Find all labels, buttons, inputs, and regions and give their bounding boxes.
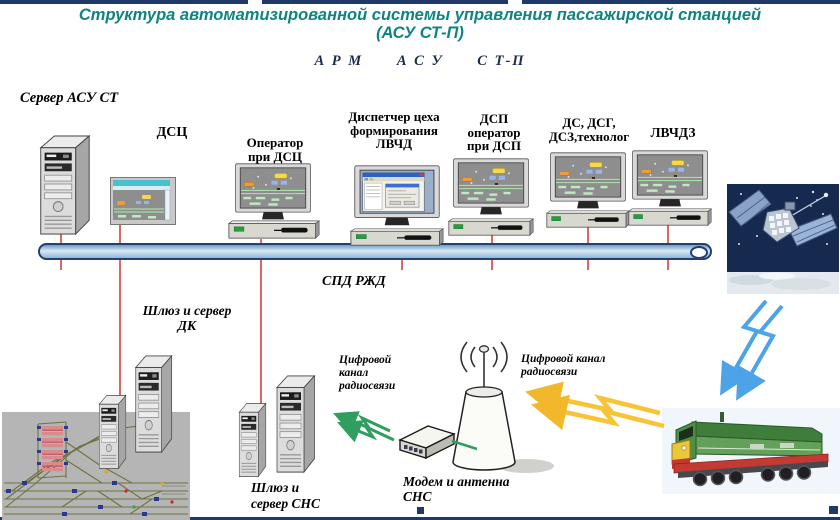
label-radio-channel-right: Цифровой канал радиосвязи [521, 353, 606, 378]
modem-server-link-green [333, 411, 391, 434]
antenna-cone-icon [452, 341, 554, 473]
top-border-gap [248, 0, 262, 4]
bus-drop-line-to-dk-gateway [119, 225, 121, 405]
bus-end-cap [690, 246, 708, 259]
top-border [0, 0, 840, 4]
train-antenna-link-yellow [525, 381, 661, 417]
dsc-display-icon [110, 177, 176, 225]
bus-drop-line-to-sns-gateway [260, 239, 262, 411]
top-border-gap [508, 0, 522, 4]
slide-title-line1: Структура автоматизированной системы упр… [78, 6, 762, 24]
label-server-asu: Сервер АСУ СТ [20, 90, 119, 106]
satellite-train-link-blue [720, 299, 768, 396]
slide-title-line2: (АСУ СТ-П) [376, 24, 464, 42]
label-operator-dsc: Оператор при ДСЦ [246, 135, 304, 164]
modem-server-link-green [337, 420, 395, 443]
label-gateway-sns: Шлюз и сервер СНС [251, 480, 321, 511]
label-modem-antenna: Модем и антенна СНС [403, 474, 510, 504]
bottom-border-dot [417, 507, 424, 514]
satellite-train-link-blue [736, 304, 784, 401]
label-lvchdz: ЛВЧДЗ [650, 125, 696, 140]
label-dsp: ДСП оператор при ДСП [467, 111, 521, 153]
satellite-image [727, 184, 839, 294]
label-bus-spd-rzd: СПД РЖД [322, 274, 386, 289]
bottom-border [0, 517, 840, 520]
label-lvchd: Диспетчер цеха формирования ЛВЧД [348, 109, 440, 151]
locomotive-image [662, 408, 840, 494]
label-radio-channel-left: Цифровой канал радиосвязи [339, 354, 396, 392]
label-dsc: ДСЦ [156, 125, 188, 140]
modem-icon [398, 425, 456, 460]
arm-asu-heading: А Р М А С У С Т-П [314, 53, 526, 69]
label-ds-dsg: ДС, ДСГ, ДСЗ,технолог [548, 115, 630, 144]
modem-antenna-link-green [451, 439, 478, 451]
bottom-border-dot [829, 506, 838, 514]
train-antenna-link-yellow [531, 394, 665, 430]
label-gateway-dk: Шлюз и сервер ДК [142, 303, 232, 333]
